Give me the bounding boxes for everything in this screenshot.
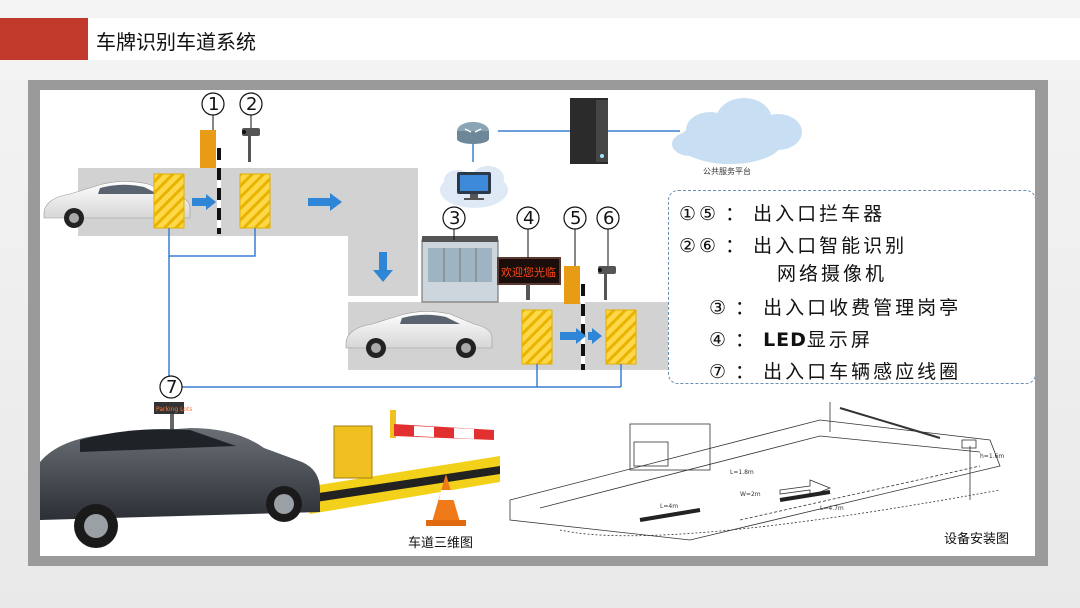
legend-row-booth: ③：出入口收费管理岗亭	[709, 297, 962, 319]
marker-1: 1	[208, 94, 219, 115]
page-title: 车牌识别车道系统	[96, 30, 256, 54]
marker-2: 2	[246, 94, 257, 115]
legend-row-loop: ⑦：出入口车辆感应线圈	[709, 361, 962, 383]
detection-loop-lower-right	[605, 309, 637, 365]
lane-diagram-svg: 公共服务平台 1 2	[40, 92, 1004, 556]
marker-7: 7	[166, 377, 177, 398]
legend-row-camera-cont: 网络摄像机	[777, 263, 888, 285]
toll-booth	[421, 236, 499, 303]
router-icon	[457, 122, 489, 144]
barrier-arm-exit	[581, 284, 585, 370]
marker-4: 4	[523, 208, 534, 229]
arrow-right-lower	[560, 328, 586, 344]
barrier-gate-entry	[200, 130, 216, 168]
svg-text:W=2m: W=2m	[740, 491, 761, 498]
legend-box: ①⑤：出入口拦车器 ②⑥：出入口智能识别 网络摄像机 ③：出入口收费管理岗亭 ④…	[668, 190, 1035, 384]
title-accent-block	[0, 18, 88, 60]
diagram-panel: 公共服务平台 1 2	[40, 90, 1035, 556]
arrow-right-upper-2	[308, 193, 342, 211]
caption-install: 设备安装图	[944, 532, 1010, 547]
detection-loop-lower-left	[521, 309, 553, 365]
barrier-gate-exit	[564, 266, 580, 304]
svg-text:L=1.8m: L=1.8m	[730, 469, 754, 476]
marker-5: 5	[570, 208, 581, 229]
title-bar	[88, 18, 1080, 60]
led-text: 欢迎您光临	[501, 265, 556, 279]
barrier-arm-entry	[217, 148, 221, 234]
lane-3d-image: Parking Lots	[40, 402, 500, 556]
arrow-right-upper-1	[192, 194, 216, 210]
svg-text:h=1.6m: h=1.6m	[980, 453, 1004, 460]
detection-loop-upper-left	[153, 173, 185, 229]
cloud-icon	[672, 98, 802, 164]
install-drawing	[509, 402, 1001, 541]
car-lower	[345, 311, 493, 358]
camera-icon-entry	[242, 128, 260, 162]
svg-text:L=4.7m: L=4.7m	[820, 505, 844, 512]
pc-icon	[440, 166, 508, 208]
arrow-right-lower-2	[588, 328, 602, 344]
legend-row-camera: ②⑥：出入口智能识别	[679, 235, 908, 257]
marker-3: 3	[449, 208, 460, 229]
led-display	[497, 257, 561, 285]
install-dimension-labels: L=1.8m L=4.7m h=1.6m W=2m L=4m	[660, 453, 1004, 512]
legend-row-barrier: ①⑤：出入口拦车器	[679, 203, 886, 225]
detection-loop-upper-right	[239, 173, 271, 229]
svg-text:L=4m: L=4m	[660, 503, 678, 510]
parking-sign: Parking Lots	[156, 406, 193, 413]
camera-icon-exit	[598, 266, 616, 300]
legend-row-led: ④：LED显示屏	[709, 329, 873, 351]
loop-wire-upper	[168, 228, 256, 257]
marker-6: 6	[603, 208, 614, 229]
cloud-label: 公共服务平台	[703, 166, 751, 176]
arrow-down	[373, 252, 393, 282]
server-icon	[570, 98, 608, 164]
caption-3d-lane: 车道三维图	[408, 536, 474, 551]
